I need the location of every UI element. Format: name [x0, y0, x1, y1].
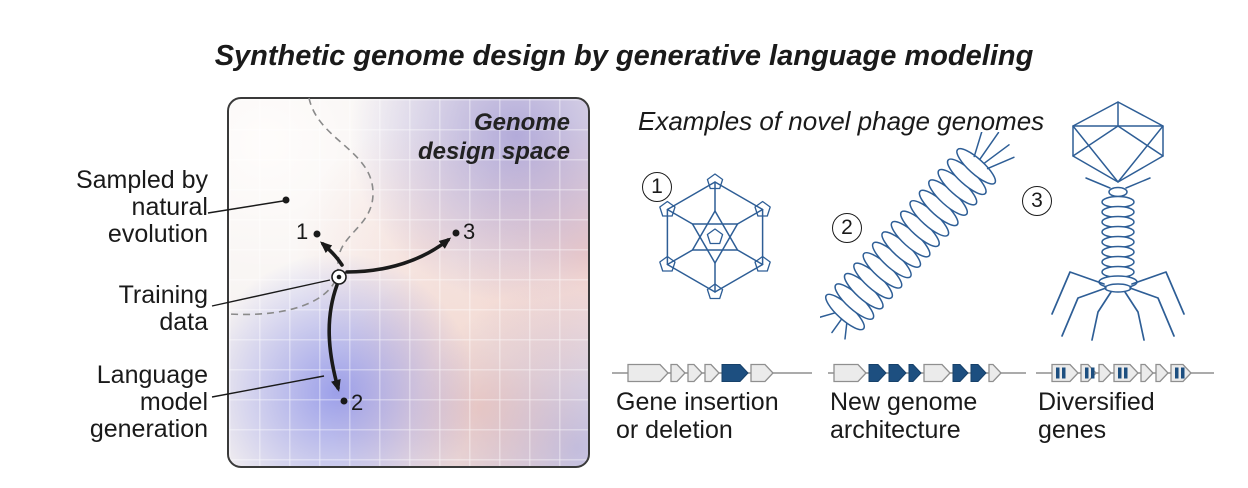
label-generation-line2: model: [139, 388, 208, 416]
genome-design-space-label-line2: design space: [417, 137, 570, 165]
tailed-phage-illustration: [1051, 101, 1185, 341]
label-training-line2: data: [159, 308, 208, 336]
filamentous-phage-illustration: [820, 132, 1015, 340]
genome-design-space-label: Genome design space: [418, 109, 570, 167]
examples-header: Examples of novel phage genomes: [638, 106, 1045, 136]
caption-gene-insertion-or-deletion: Gene insertion or deletion: [616, 388, 779, 444]
icosahedral-capsid-illustration: [659, 173, 771, 300]
point-label-3: 3: [463, 219, 476, 244]
example-3-number-badge: 3: [1022, 186, 1052, 216]
caption-3-line2: genes: [1038, 416, 1107, 444]
caption-new-genome-architecture: New genome architecture: [830, 388, 977, 444]
caption-diversified-genes: Diversified genes: [1038, 388, 1155, 444]
point-label-1: 1: [296, 219, 309, 244]
example-1-number: 1: [651, 175, 663, 198]
example-2-number: 2: [841, 216, 853, 239]
figure-title: Synthetic genome design by generative la…: [214, 40, 1034, 72]
point-label-2: 2: [351, 390, 364, 415]
label-training-line1: Training: [118, 281, 208, 309]
gene-map-2: [828, 363, 1026, 383]
gene-map-1: [612, 363, 812, 383]
label-sampled-line2: natural: [131, 193, 208, 221]
genome-design-space-label-line1: Genome: [473, 109, 570, 136]
caption-2-line1: New genome: [830, 388, 978, 416]
label-generation-line3: generation: [89, 415, 208, 443]
example-2-number-badge: 2: [832, 213, 862, 243]
label-training-data: Training data: [30, 282, 208, 336]
caption-3-line1: Diversified: [1038, 388, 1155, 416]
label-language-model-generation: Language model generation: [30, 362, 208, 443]
design-space-panel: Genome design space: [227, 97, 590, 468]
caption-1-line1: Gene insertion: [616, 388, 779, 416]
example-1-number-badge: 1: [642, 172, 672, 202]
label-sampled-by-natural-evolution: Sampled by natural evolution: [30, 167, 208, 248]
label-sampled-line1: Sampled by: [75, 166, 208, 194]
label-generation-line1: Language: [96, 361, 208, 389]
caption-2-line2: architecture: [830, 416, 961, 444]
caption-1-line2: or deletion: [616, 416, 733, 444]
example-3-number: 3: [1031, 189, 1043, 212]
gene-map-3: [1036, 363, 1214, 383]
label-sampled-line3: evolution: [107, 220, 208, 248]
